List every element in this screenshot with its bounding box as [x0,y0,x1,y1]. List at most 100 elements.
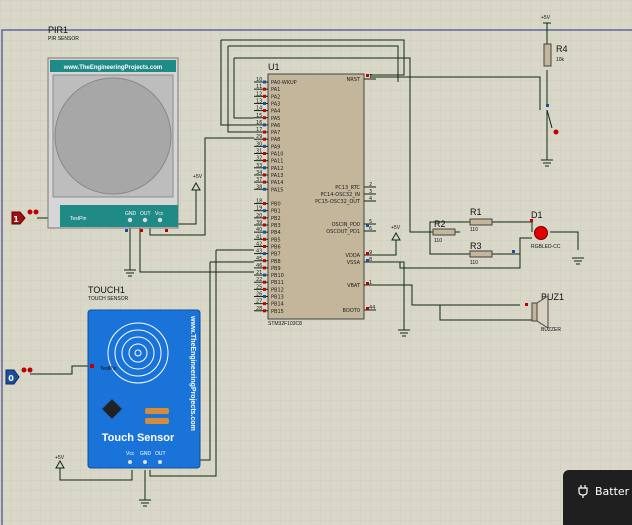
mcu-pin-pb10[interactable]: PB10 [271,273,284,279]
mcu-pin-pa0-wkup[interactable]: PA0-WKUP [271,80,297,86]
r4-ref: R4 [556,44,568,54]
mcu-pin-number-pb0: 18 [256,199,262,205]
mcu-pin-number-pa9: 30 [256,141,262,147]
pir-pin-strip [60,205,178,227]
mcu-pin-pa14[interactable]: PA14 [271,180,283,186]
mcu-pin-pa6[interactable]: PA6 [271,123,280,129]
r2-value: 110 [434,238,442,244]
led-d1[interactable]: D1 RGBLED-CC [531,210,561,250]
mcu-pin-pb12[interactable]: PB12 [271,287,284,293]
battery-saver-icon [578,485,588,498]
pir-pad-vcc[interactable] [157,217,163,223]
mcu-pin-number-pb13: 26 [256,292,262,298]
resistor-r2[interactable]: R2 110 [432,219,456,244]
pir-pin-gnd: GND [125,211,137,217]
mcu-pin-vdda[interactable]: VDDA [346,253,361,259]
mcu-pin-pb15[interactable]: PB15 [271,309,284,315]
mcu-part: STM32F103C8 [268,321,302,327]
mcu-pin-nrst[interactable]: NRST [347,77,361,83]
mcu-pin-state [263,237,266,241]
pir-pad-gnd[interactable] [127,217,133,223]
touch-title: Touch Sensor [102,432,175,444]
pir-sensor[interactable]: PIR1 PIR SENSOR www.TheEngineeringProjec… [47,25,179,232]
mcu-pin-vbat[interactable]: VBAT [347,283,361,289]
mcu-pin-number-pa4: 14 [256,106,262,112]
mcu-pin-pb11[interactable]: PB11 [271,280,284,286]
mcu-pin-state [263,287,266,291]
touch-site: www.TheEngineeringProjects.com [189,315,196,431]
mcu-pin-state [263,230,266,234]
mcu-pin-pa3[interactable]: PA3 [271,101,280,107]
mcu-pin-pb4[interactable]: PB4 [271,230,281,236]
mcu-pin-pa11[interactable]: PA11 [271,159,283,165]
touch-sensor[interactable]: TOUCH1 TOUCH SENSOR www.TheEngineeringPr… [87,285,201,469]
pir-pin-vcc: Vcc [155,211,164,217]
mcu-pin-pb13[interactable]: PB13 [271,295,284,301]
mcu-pin-vssa[interactable]: VSSA [347,260,361,266]
mcu-pin-number-pb11: 22 [256,277,262,283]
mcu-pin-number-boot0: 44 [369,305,375,311]
mcu-pin-pa9[interactable]: PA9 [271,144,280,150]
reset-switch[interactable] [546,104,559,135]
mcu-pin-pa12[interactable]: PA12 [271,166,283,172]
mcu-pin-state [263,101,266,105]
mcu-pin-oscin_pd0[interactable]: OSCIN_PD0 [332,222,360,228]
mcu-pin-pb1[interactable]: PB1 [271,209,281,215]
touch-resistor-b [145,418,169,424]
resistor-r3[interactable]: R3 110 [469,241,493,266]
mcu-pin-pa8[interactable]: PA8 [271,137,280,143]
mcu-pin-pa10[interactable]: PA10 [271,152,283,158]
mcu-pin-number-pb5: 41 [256,234,262,240]
mcu-pin-boot0[interactable]: BOOT0 [343,308,360,314]
mcu-pin-pa4[interactable]: PA4 [271,109,280,115]
mcu-pin-pa15[interactable]: PA15 [271,187,283,193]
resistor-r4[interactable]: R4 10k [543,43,568,67]
touch-pad[interactable] [107,322,169,384]
pir-pad-out[interactable] [142,217,148,223]
mcu-pin-pb6[interactable]: PB6 [271,244,281,250]
buz-part: BUZZER [541,327,561,333]
battery-notification-text: Batter [595,484,630,498]
resistor-r1[interactable]: R1 110 [469,207,493,233]
mcu-pin-pa7[interactable]: PA7 [271,130,280,136]
mcu-pin-number-pb1: 19 [256,206,262,212]
mcu-pin-pb0[interactable]: PB0 [271,202,281,208]
mcu-pin-pc15-osc32_out[interactable]: PC15-OSC32_OUT [315,199,361,205]
mcu-pin-number-pb2: 20 [256,213,262,219]
mcu-pin-pb5[interactable]: PB5 [271,237,281,243]
mcu-pin-number-pa6: 16 [256,120,262,126]
mcu-pin-pb9[interactable]: PB9 [271,266,281,272]
power-plus5-touch: +5V [55,455,65,469]
touch-logic-state[interactable]: 0 [5,367,33,385]
mcu-pin-pb7[interactable]: PB7 [271,252,281,258]
touch-ref: TOUCH1 [88,285,125,295]
buzzer-buz1[interactable]: BUZ1 BUZZER [531,292,564,333]
mcu-pin-pb14[interactable]: PB14 [271,302,284,308]
mcu-pin-number-vbat: 1 [369,280,372,286]
pin-state-markers [366,74,533,310]
power-plus5-r4: +5V [541,15,551,44]
pir-logic-state[interactable]: 1 [11,209,39,225]
mcu-pin-state [263,166,266,170]
mcu-pin-oscout_pd1[interactable]: OSCOUT_PD1 [326,229,360,235]
mcu-pin-pc13_rtc[interactable]: PC13_RTC [335,185,360,191]
mcu-pin-pa2[interactable]: PA2 [271,94,280,100]
mcu-pin-state [263,116,266,120]
mcu-pin-pa5[interactable]: PA5 [271,116,280,122]
mcu-pin-state [263,209,266,213]
mcu-pin-pb3[interactable]: PB3 [271,223,281,229]
mcu-pin-state [263,259,266,263]
mcu-pin-pa1[interactable]: PA1 [271,87,280,93]
mcu-pin-pc14-osc32_in[interactable]: PC14-OSC32_IN [321,192,361,198]
mcu-pin-pa13[interactable]: PA13 [271,173,283,179]
touch-logic-value: 0 [8,374,14,383]
battery-notification[interactable]: Batter [563,470,632,525]
mcu-pin-state [263,123,266,127]
mcu-pin-pb2[interactable]: PB2 [271,216,281,222]
ground-symbols [124,159,584,507]
mcu-pin-pb8[interactable]: PB8 [271,259,281,265]
